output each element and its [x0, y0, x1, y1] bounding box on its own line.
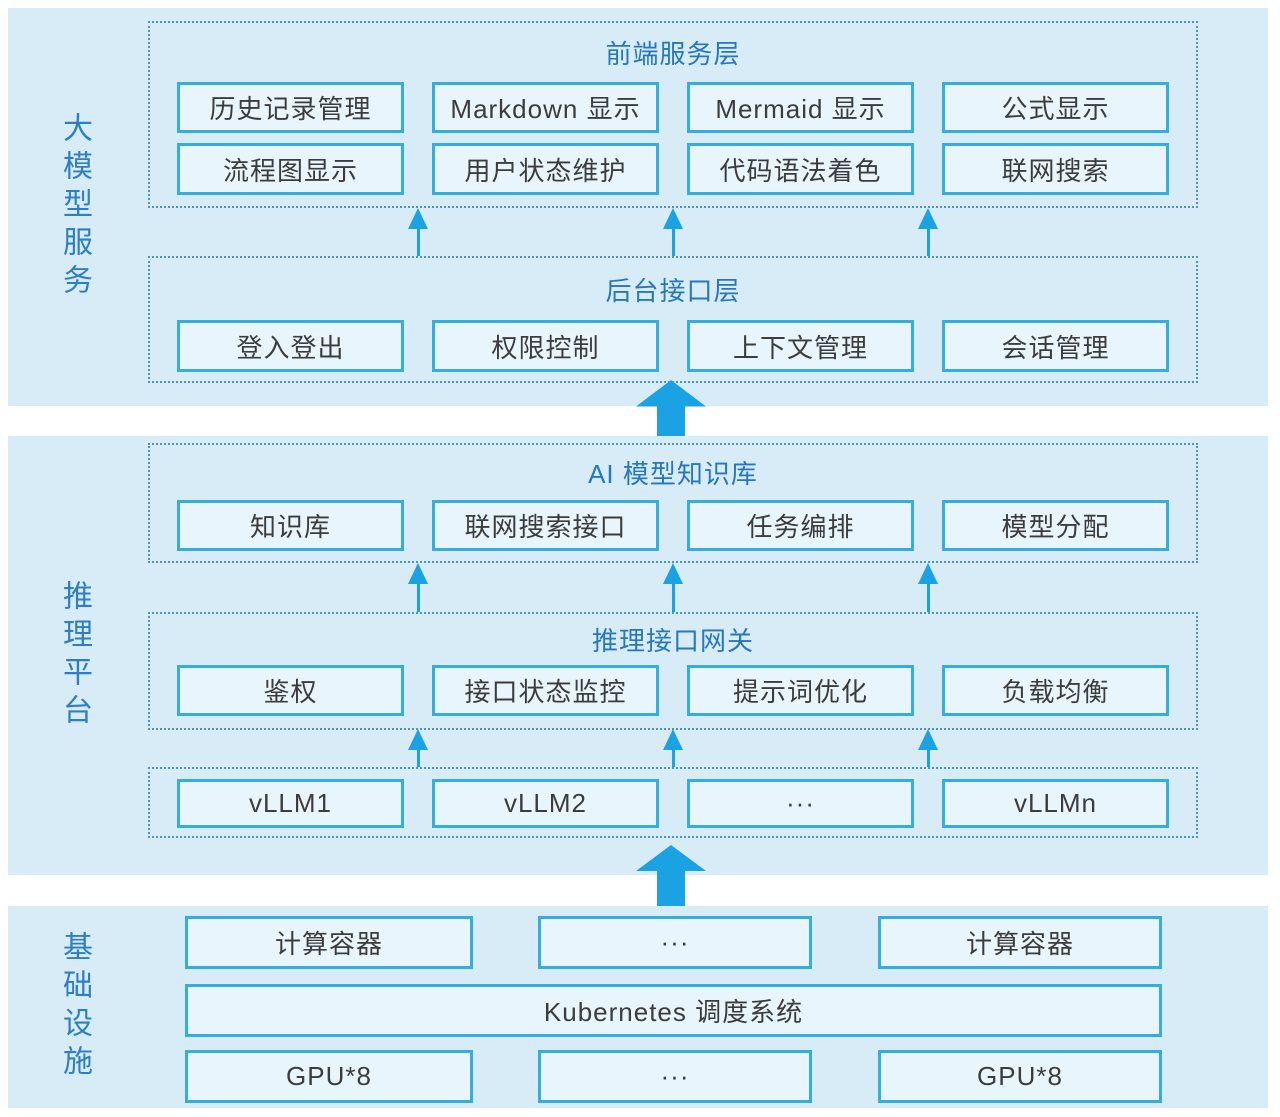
gpu-ellipsis-box: ··· [538, 1050, 812, 1103]
model-allocation-box: 模型分配 [942, 500, 1169, 551]
up-arrow-icon [408, 563, 428, 612]
frontend-row-2: 流程图显示 用户状态维护 代码语法着色 联网搜索 [150, 143, 1196, 195]
arrow-shaft [671, 750, 675, 767]
layer-title-gateway: 推理接口网关 [591, 626, 754, 656]
arrowhead [663, 563, 683, 584]
vllm-cluster-container: vLLM1 vLLM2 ··· vLLMn [148, 767, 1198, 838]
load-balancing-box: 负载均衡 [942, 665, 1169, 716]
compute-container-box-2: 计算容器 [878, 916, 1162, 969]
up-arrow-icon [663, 563, 683, 612]
login-logout-box: 登入登出 [177, 320, 404, 372]
up-arrow-icon [918, 208, 938, 256]
arrowhead [918, 208, 938, 229]
kubernetes-scheduler-box: Kubernetes 调度系统 [185, 984, 1162, 1037]
arrowhead [663, 729, 683, 750]
section-inference-platform: 推理平台 AI 模型知识库 知识库 联网搜索接口 任务编排 模型分配 推理 [8, 436, 1268, 875]
frontend-row-1: 历史记录管理 Markdown 显示 Mermaid 显示 公式显示 [150, 82, 1196, 133]
vllm-row: vLLM1 vLLM2 ··· vLLMn [150, 779, 1196, 828]
inference-gateway-container: 推理接口网关 鉴权 接口状态监控 提示词优化 负载均衡 [148, 612, 1198, 730]
layer-title-frontend: 前端服务层 [605, 39, 741, 69]
frontend-service-layer-container: 前端服务层 历史记录管理 Markdown 显示 Mermaid 显示 公式显示… [148, 21, 1198, 208]
vllm2-box: vLLM2 [432, 779, 659, 828]
vllm-ellipsis-box: ··· [687, 779, 914, 828]
arrowhead [918, 729, 938, 750]
vllmn-box: vLLMn [942, 779, 1169, 828]
ai-knowledge-base-container: AI 模型知识库 知识库 联网搜索接口 任务编排 模型分配 [148, 443, 1198, 563]
mermaid-display-box: Mermaid 显示 [687, 82, 914, 133]
gpu-box-1: GPU*8 [185, 1050, 473, 1103]
arrowhead [663, 208, 683, 229]
backend-api-layer-container: 后台接口层 登入登出 权限控制 上下文管理 会话管理 [148, 256, 1198, 383]
section-label-llm-service: 大模型服务 [58, 112, 91, 302]
layer-title-knowledge-base: AI 模型知识库 [588, 459, 758, 489]
arrowhead [408, 563, 428, 584]
layer-title-backend: 后台接口层 [605, 275, 741, 306]
section-label-infrastructure: 基础设施 [58, 931, 91, 1083]
up-arrow-icon [663, 729, 683, 767]
web-search-api-box: 联网搜索接口 [432, 500, 659, 551]
vllm1-box: vLLM1 [177, 779, 404, 828]
arrow-shaft [926, 229, 930, 256]
compute-ellipsis-box: ··· [538, 916, 812, 969]
arrowhead [408, 729, 428, 750]
section-llm-service: 大模型服务 前端服务层 历史记录管理 Markdown 显示 Mermaid 显… [8, 8, 1268, 406]
code-highlight-box: 代码语法着色 [687, 143, 914, 195]
arrow-shaft [671, 229, 675, 256]
arrow-shaft [416, 750, 420, 767]
knowledge-base-box: 知识库 [177, 500, 404, 551]
prompt-optimization-box: 提示词优化 [687, 665, 914, 716]
auth-box: 鉴权 [177, 665, 404, 716]
task-orchestration-box: 任务编排 [687, 500, 914, 551]
section-infrastructure: 基础设施 计算容器 ··· 计算容器 Kubernetes 调度系统 GPU*8… [8, 906, 1268, 1108]
gateway-row: 鉴权 接口状态监控 提示词优化 负载均衡 [150, 665, 1196, 716]
up-arrow-icon [663, 208, 683, 256]
up-arrow-icon [918, 563, 938, 612]
section-label-inference-platform: 推理平台 [58, 579, 91, 732]
permission-control-box: 权限控制 [432, 320, 659, 372]
arrow-shaft [926, 584, 930, 612]
backend-row: 登入登出 权限控制 上下文管理 会话管理 [150, 320, 1196, 372]
compute-container-box-1: 计算容器 [185, 916, 473, 969]
formula-display-box: 公式显示 [942, 82, 1169, 133]
up-arrow-icon [408, 729, 428, 767]
up-arrow-icon [918, 729, 938, 767]
api-status-monitor-box: 接口状态监控 [432, 665, 659, 716]
knowledge-base-row: 知识库 联网搜索接口 任务编排 模型分配 [150, 500, 1196, 551]
gpu-box-2: GPU*8 [878, 1050, 1162, 1103]
arrow-shaft [416, 584, 420, 612]
arrow-shaft [416, 229, 420, 256]
arrowhead [408, 208, 428, 229]
arrow-shaft [926, 750, 930, 767]
arrow-shaft [671, 584, 675, 612]
history-log-box: 历史记录管理 [177, 82, 404, 133]
context-management-box: 上下文管理 [687, 320, 914, 372]
up-arrow-icon [408, 208, 428, 256]
flowchart-display-box: 流程图显示 [177, 143, 404, 195]
session-management-box: 会话管理 [942, 320, 1169, 372]
web-search-box: 联网搜索 [942, 143, 1169, 195]
arrowhead [918, 563, 938, 584]
markdown-display-box: Markdown 显示 [432, 82, 659, 133]
user-state-box: 用户状态维护 [432, 143, 659, 195]
